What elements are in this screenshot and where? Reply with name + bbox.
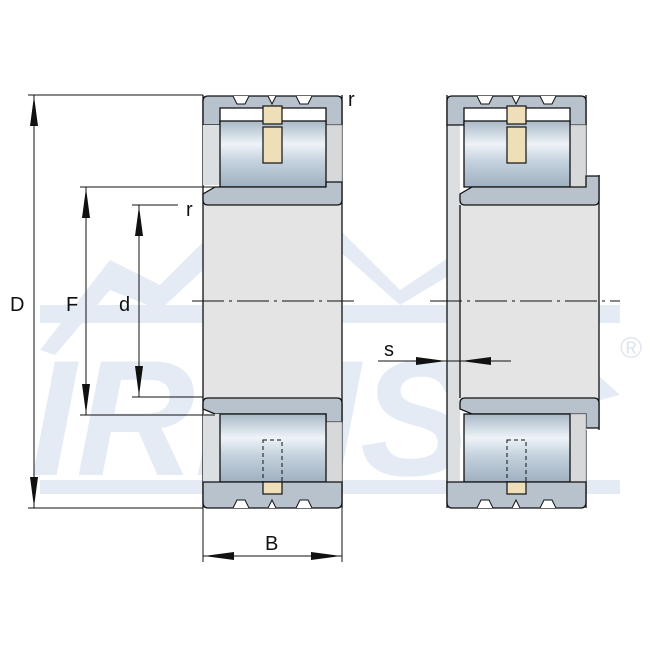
dimensions: D F d r r B s bbox=[10, 89, 511, 562]
dimension-F-label: F bbox=[66, 294, 78, 316]
right-view bbox=[430, 95, 620, 509]
left-view bbox=[192, 95, 354, 509]
radius-r-inner-label: r bbox=[186, 199, 193, 221]
dimension-D-label: D bbox=[10, 294, 24, 316]
registered-mark: ® bbox=[620, 332, 642, 365]
dimension-B-label: B bbox=[265, 533, 278, 555]
radius-r-outer-label: r bbox=[348, 89, 355, 111]
dimension-d-label: d bbox=[119, 294, 130, 316]
dimension-s-label: s bbox=[384, 339, 394, 361]
